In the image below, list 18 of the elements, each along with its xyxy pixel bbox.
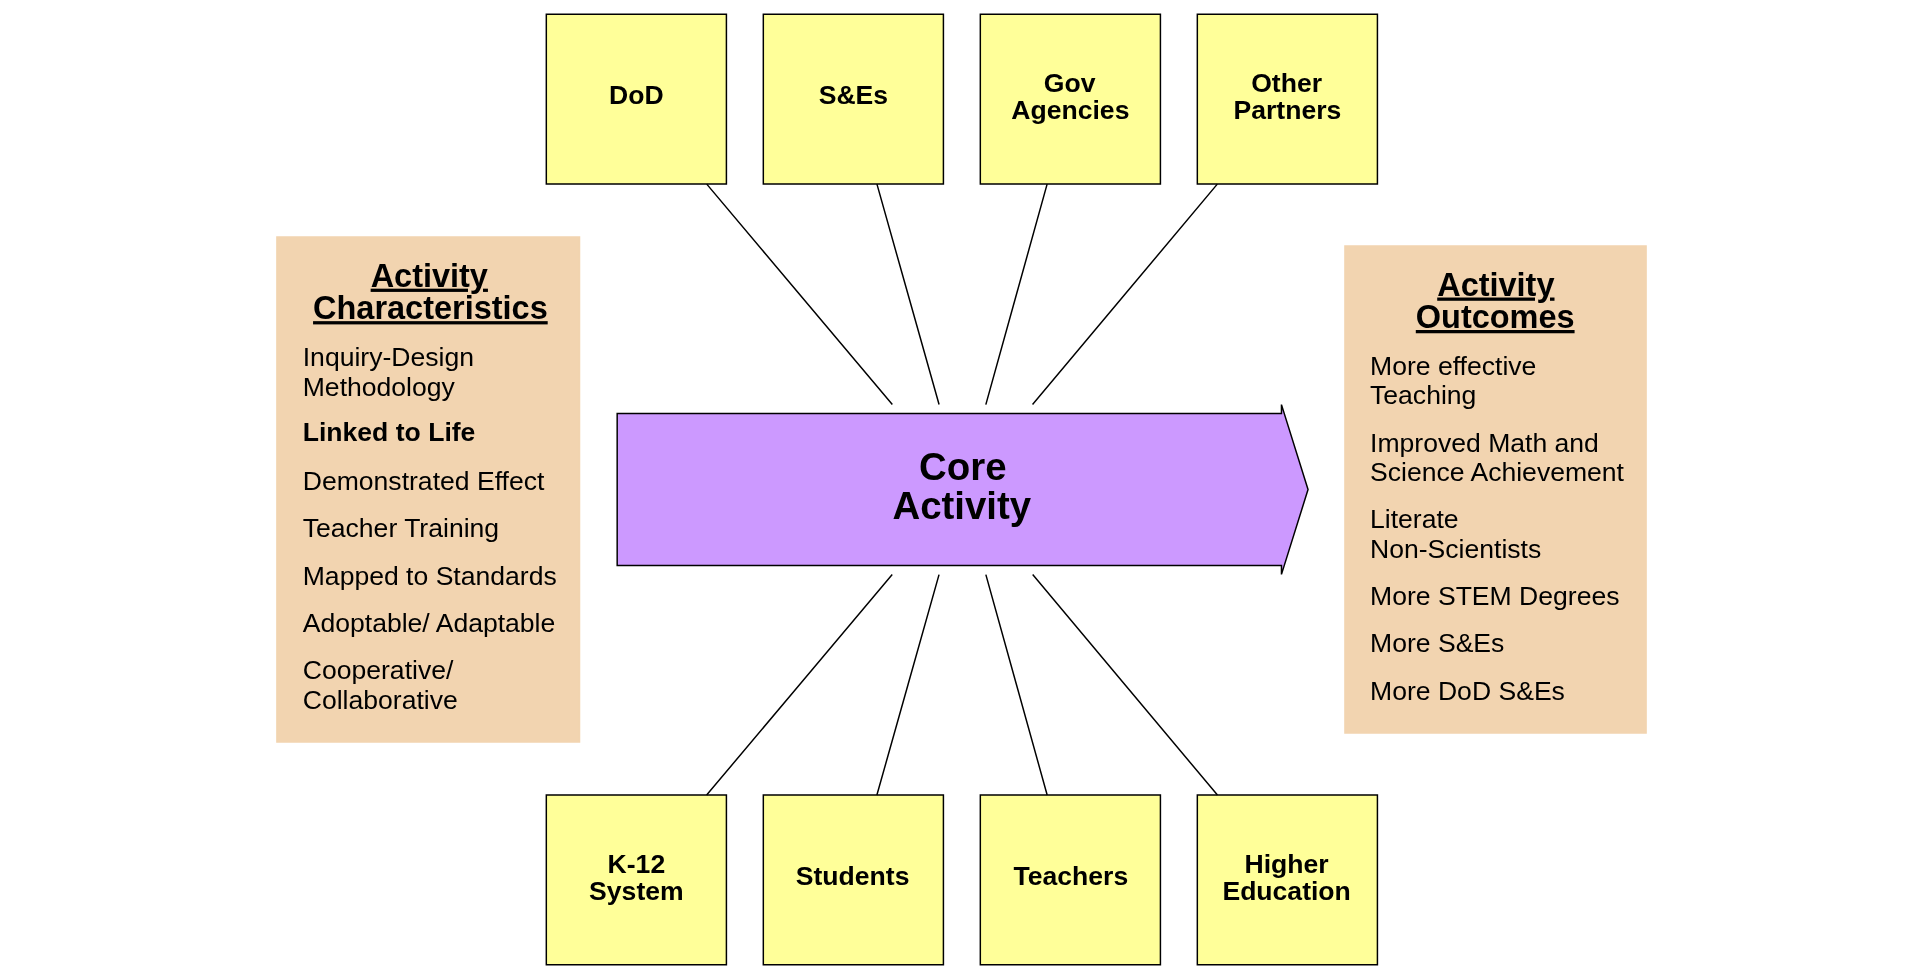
node-box: Activity Outcomes More effective Teaching Improved Math and Science Achievement Literate Non-Scientists More STEM Degrees More S&Es More DoD S&Es — [1344, 245, 1647, 734]
connector — [985, 183, 1048, 406]
node-box: K-12 System — [545, 794, 728, 966]
node-box: S&Es — [762, 13, 945, 185]
connector — [876, 183, 940, 406]
node-box: Activity Characteristics Inquiry-Design Methodology Linked to Life Demonstrated Effect Teacher Training Mapped to Standards Adoptable/ Adaptable Cooperative/ Collaborative — [276, 236, 581, 743]
connector — [705, 573, 893, 796]
node-box: Teachers — [979, 794, 1162, 966]
connector — [706, 183, 894, 406]
connector — [985, 573, 1048, 796]
node-box: DoD — [545, 13, 728, 185]
node-box: Higher Education — [1196, 794, 1379, 966]
connector — [1031, 183, 1219, 406]
node-box: Other Partners — [1196, 13, 1379, 185]
connector — [876, 573, 940, 796]
node-box: Students — [762, 794, 945, 966]
node-box: Gov Agencies — [979, 13, 1162, 185]
connector — [1031, 573, 1219, 796]
